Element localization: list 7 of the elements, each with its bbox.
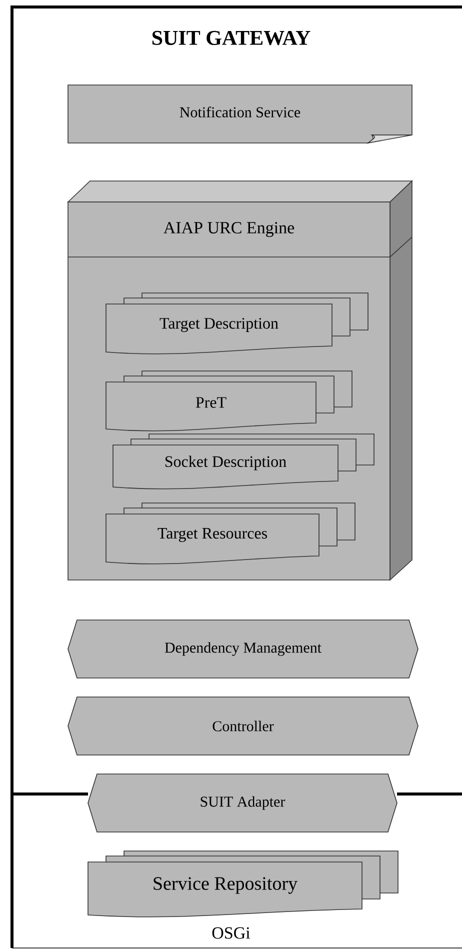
stacked-documents: Service Repository [88,850,398,918]
stacked-documents: PreT [106,370,352,432]
document-box: Notification Service [68,84,412,144]
hexagon-box: SUIT Adapter [88,774,398,832]
stacked-documents: Socket Description [112,434,374,490]
stacked-documents: Target Description [106,292,368,354]
stacked-documents: Target Resources [106,502,356,564]
